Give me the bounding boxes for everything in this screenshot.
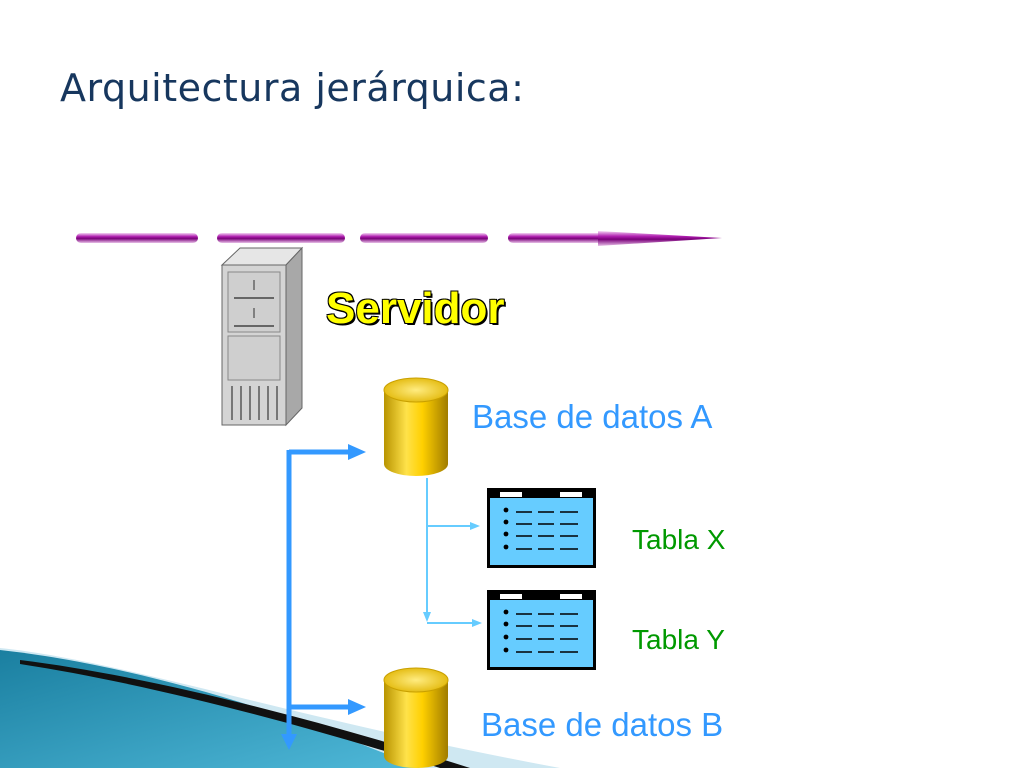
hierarchy-arrows bbox=[281, 444, 366, 750]
server-label: Servidor bbox=[326, 284, 505, 333]
table-y-icon bbox=[487, 590, 596, 670]
server-tower-icon bbox=[220, 246, 304, 427]
table-x-label: Tabla X bbox=[632, 524, 726, 555]
database-a-label: Base de datos A bbox=[472, 398, 713, 435]
flow-arrow bbox=[76, 231, 722, 246]
database-b-icon bbox=[383, 667, 449, 768]
decorative-swoosh bbox=[0, 648, 560, 768]
database-a-icon bbox=[383, 377, 449, 476]
database-b-label: Base de datos B bbox=[481, 706, 724, 743]
table-arrows bbox=[423, 478, 482, 627]
slide-title: Arquitectura jerárquica: bbox=[60, 66, 525, 110]
table-x-icon bbox=[487, 488, 596, 568]
table-y-label: Tabla Y bbox=[632, 624, 725, 655]
